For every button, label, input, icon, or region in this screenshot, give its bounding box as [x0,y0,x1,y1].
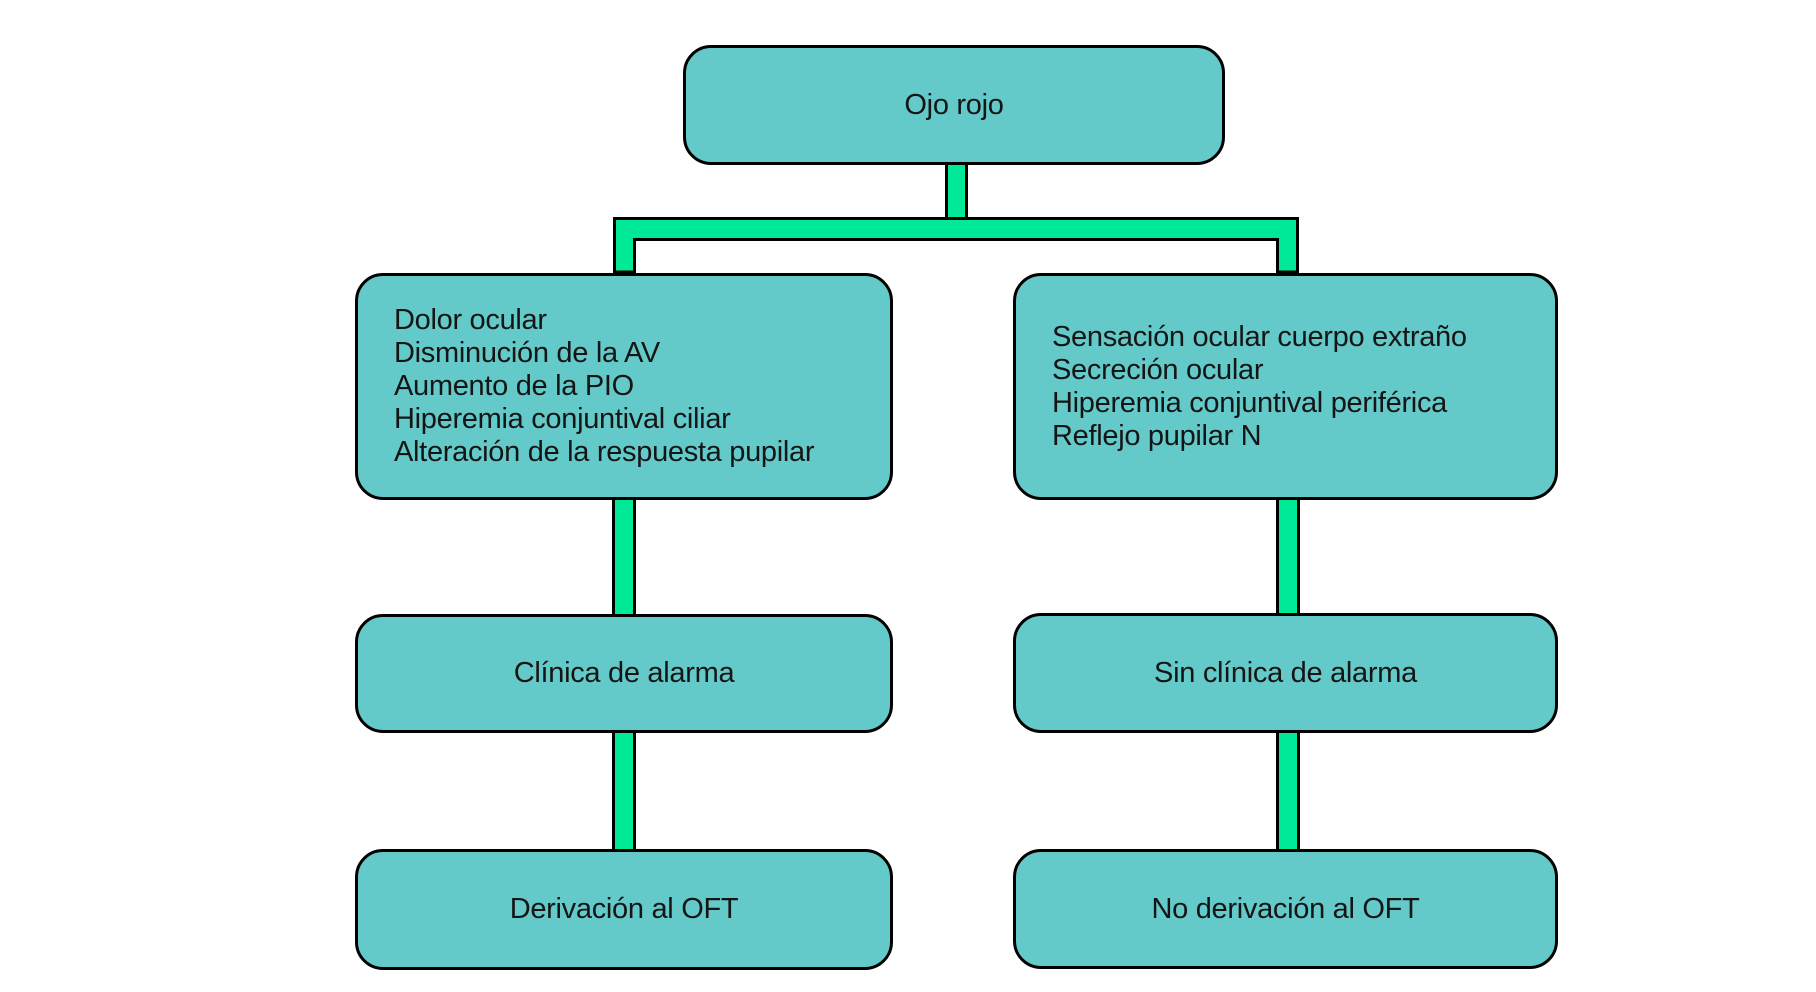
symptom-line: Reflejo pupilar N [1052,419,1262,452]
symptom-line: Disminución de la AV [394,337,660,369]
node-ojo-rojo-label: Ojo rojo [904,88,1004,121]
node-alarm-symptoms: Dolor ocular Disminución de la AV Aument… [355,273,893,500]
connector-left-assessment-to-outcome [612,728,636,854]
branch-connector-bar [613,217,1299,274]
node-no-derivacion-al-oft: No derivación al OFT [1013,849,1558,969]
branch-connector [945,161,968,220]
symptom-line: Sensación ocular cuerpo extraño [1052,320,1467,353]
connector-left-symptoms-to-assessment [612,495,636,619]
symptom-line: Alteración de la respuesta pupilar [394,436,815,468]
node-benign-symptoms: Sensación ocular cuerpo extraño Secreció… [1013,273,1558,500]
node-derivacion-al-oft: Derivación al OFT [355,849,893,970]
node-derivacion-al-oft-label: Derivación al OFT [509,893,739,925]
node-ojo-rojo: Ojo rojo [683,45,1225,165]
connector-right-symptoms-to-assessment [1276,495,1300,619]
symptom-line: Secreción ocular [1052,353,1264,386]
node-clinica-de-alarma-label: Clínica de alarma [513,657,735,689]
symptom-line: Hiperemia conjuntival ciliar [394,403,731,435]
symptom-line: Aumento de la PIO [394,370,634,402]
node-sin-clinica-de-alarma-label: Sin clínica de alarma [1154,656,1417,689]
node-no-derivacion-al-oft-label: No derivación al OFT [1151,892,1420,925]
node-clinica-de-alarma: Clínica de alarma [355,614,893,733]
connector-right-assessment-to-outcome [1276,728,1300,854]
node-sin-clinica-de-alarma: Sin clínica de alarma [1013,613,1558,733]
symptom-line: Dolor ocular [394,304,547,336]
symptom-line: Hiperemia conjuntival periférica [1052,386,1447,419]
